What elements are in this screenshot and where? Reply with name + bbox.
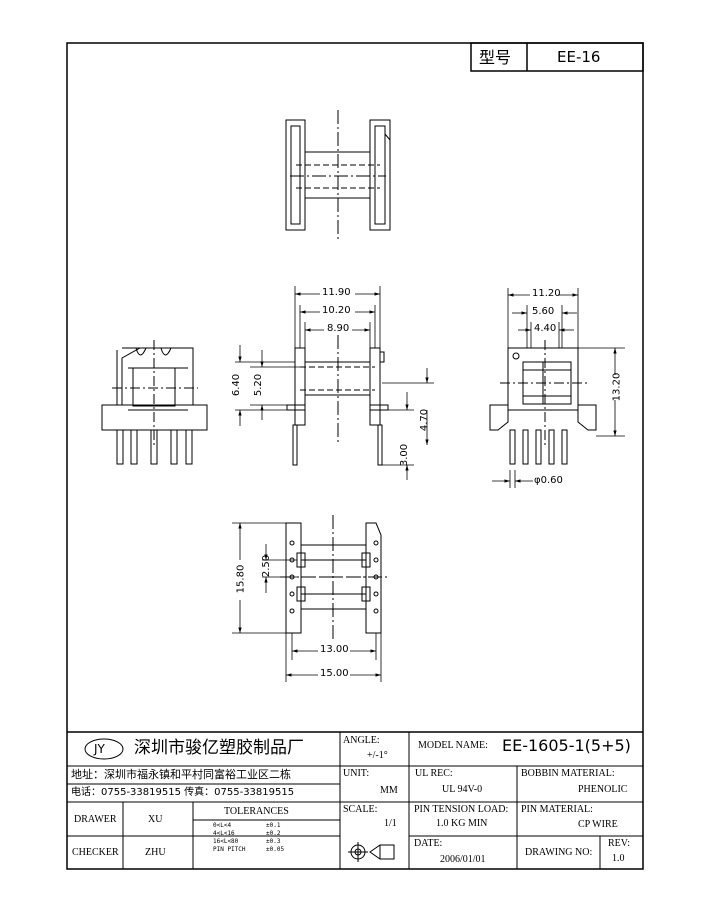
type-label: 型号 xyxy=(479,48,512,67)
pin-tension-label: PIN TENSION LOAD: xyxy=(414,804,509,815)
angle-label: ANGLE: xyxy=(343,735,380,746)
type-value: EE-16 xyxy=(557,48,601,66)
dim-4-40: 4.40 xyxy=(534,323,557,334)
bobbin-material-value: PHENOLIC xyxy=(578,784,628,795)
dim-11-90: 11.90 xyxy=(322,287,351,298)
dimension-lines xyxy=(232,286,625,682)
tolerances-title: TOLERANCES xyxy=(224,806,289,817)
title-block-grid xyxy=(67,731,643,869)
rev-value: 1.0 xyxy=(612,853,625,864)
scale-label: SCALE: xyxy=(343,804,378,815)
tol-value-2: ±0.2 xyxy=(266,830,281,837)
dim-13-20: 13.20 xyxy=(611,372,623,402)
scale-value: 1/1 xyxy=(384,818,397,829)
tol-range-3: 16<L<80 xyxy=(213,838,239,845)
type-box xyxy=(470,42,644,72)
dim-8-90: 8.90 xyxy=(327,323,350,334)
tol-value-3: ±0.3 xyxy=(266,838,281,845)
bottom-view xyxy=(280,515,388,640)
dim-5-20: 5.20 xyxy=(253,373,265,397)
middle-view xyxy=(286,335,389,466)
company-name: 深圳市骏亿塑胶制品厂 xyxy=(134,738,304,758)
dim-15-00: 15.00 xyxy=(320,668,349,679)
pin-material-label: PIN MATERIAL: xyxy=(521,804,593,815)
tol-value-1: ±0.1 xyxy=(266,822,281,829)
dim-11-20: 11.20 xyxy=(532,288,561,299)
sheet-border xyxy=(66,42,644,870)
checker-label: CHECKER xyxy=(72,847,119,858)
angle-value: +/-1° xyxy=(367,750,388,761)
dim-5-60: 5.60 xyxy=(532,306,555,317)
dim-2-50: 2.50 xyxy=(261,554,273,578)
date-value: 2006/01/01 xyxy=(440,854,486,865)
date-label: DATE: xyxy=(414,838,443,849)
drawer-label: DRAWER xyxy=(74,814,117,825)
dim-15-80: 15.80 xyxy=(235,564,247,594)
pin-material-value: CP WIRE xyxy=(578,819,618,830)
dim-10-20: 10.20 xyxy=(322,305,351,316)
dim-pin-diameter: φ0.60 xyxy=(534,475,563,486)
ulrec-value: UL 94V-0 xyxy=(442,784,483,795)
dim-6-40: 6.40 xyxy=(231,373,243,397)
ulrec-label: UL REC: xyxy=(415,768,453,779)
dim-4-70: 4.70 xyxy=(419,408,431,432)
drawer-value: XU xyxy=(148,814,163,825)
dim-3-00: 3.00 xyxy=(399,443,411,467)
pin-tension-value: 1.0 KG MIN xyxy=(436,818,488,829)
model-label: MODEL NAME: xyxy=(418,740,488,751)
tol-range-1: 0<L<4 xyxy=(213,822,232,829)
side-view xyxy=(489,340,597,465)
unit-value: MM xyxy=(380,785,398,796)
top-view xyxy=(285,110,391,240)
tol-range-2: 4<L<16 xyxy=(213,830,235,837)
tol-range-4: PIN PITCH xyxy=(213,846,246,853)
front-view xyxy=(101,340,208,465)
model-value: EE-1605-1(5+5) xyxy=(502,736,631,755)
tol-value-4: ±0.05 xyxy=(266,846,285,853)
drawing-no-label: DRAWING NO: xyxy=(525,847,593,858)
bobbin-material-label: BOBBIN MATERIAL: xyxy=(521,768,615,779)
company-address: 地址：深圳市福永镇和平村同富裕工业区二栋 xyxy=(71,768,291,781)
dim-13-00: 13.00 xyxy=(320,644,349,655)
company-logo: JY xyxy=(94,742,105,756)
company-phone: 电话：0755-33819515 传真：0755-33819515 xyxy=(71,787,295,798)
rev-label: REV: xyxy=(608,838,631,849)
unit-label: UNIT: xyxy=(343,768,370,779)
checker-value: ZHU xyxy=(145,847,166,858)
